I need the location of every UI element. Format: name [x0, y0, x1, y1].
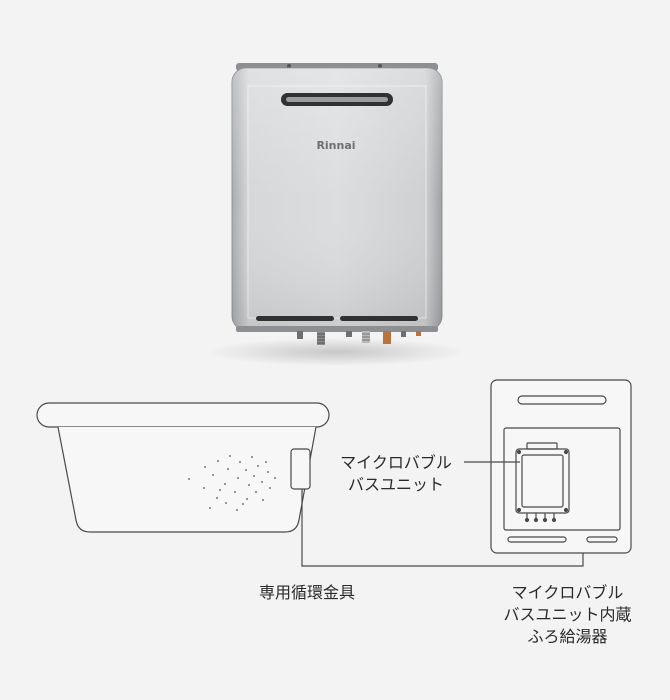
heater-with-unit-label: マイクロバブル バスユニット内蔵 ふろ給湯器	[480, 582, 655, 648]
cabinet-outer	[490, 379, 632, 554]
heater-bottom-vent-right	[340, 316, 418, 321]
circulation-fitting	[290, 448, 311, 490]
heater-with-unit-label-line3: ふろ給湯器	[527, 627, 608, 646]
heater-pipes	[297, 331, 421, 345]
connection-pipe	[301, 489, 584, 567]
embedded-microbubble-unit	[515, 442, 570, 523]
cabinet-bottom-vent-right	[586, 536, 618, 543]
bathtub-basin	[57, 426, 317, 533]
heater-shadow	[206, 338, 466, 366]
circulation-fitting-label: 専用循環金具	[258, 583, 355, 602]
cabinet-inner-panel	[503, 427, 621, 531]
bubbles	[188, 455, 276, 511]
heater-brand-logo: Rinnai	[316, 139, 355, 152]
bathtub	[36, 402, 330, 533]
heater-cabinet-drawing	[490, 379, 632, 554]
cabinet-bottom-vent-left	[507, 536, 567, 543]
bathtub-rim	[36, 402, 330, 428]
microbubble-unit-label: マイクロバブル バスユニット	[336, 452, 456, 496]
heater-with-unit-label-line1: マイクロバブル	[511, 583, 624, 602]
microbubble-unit-label-line1: マイクロバブル	[340, 453, 452, 472]
heater-with-unit-label-line2: バスユニット内蔵	[503, 605, 632, 624]
water-heater-photo: Rinnai	[206, 63, 466, 366]
microbubble-unit-label-line2: バスユニット	[347, 475, 444, 494]
cabinet-top-vent	[517, 395, 607, 405]
heater-bottom-vent-left	[256, 316, 334, 321]
